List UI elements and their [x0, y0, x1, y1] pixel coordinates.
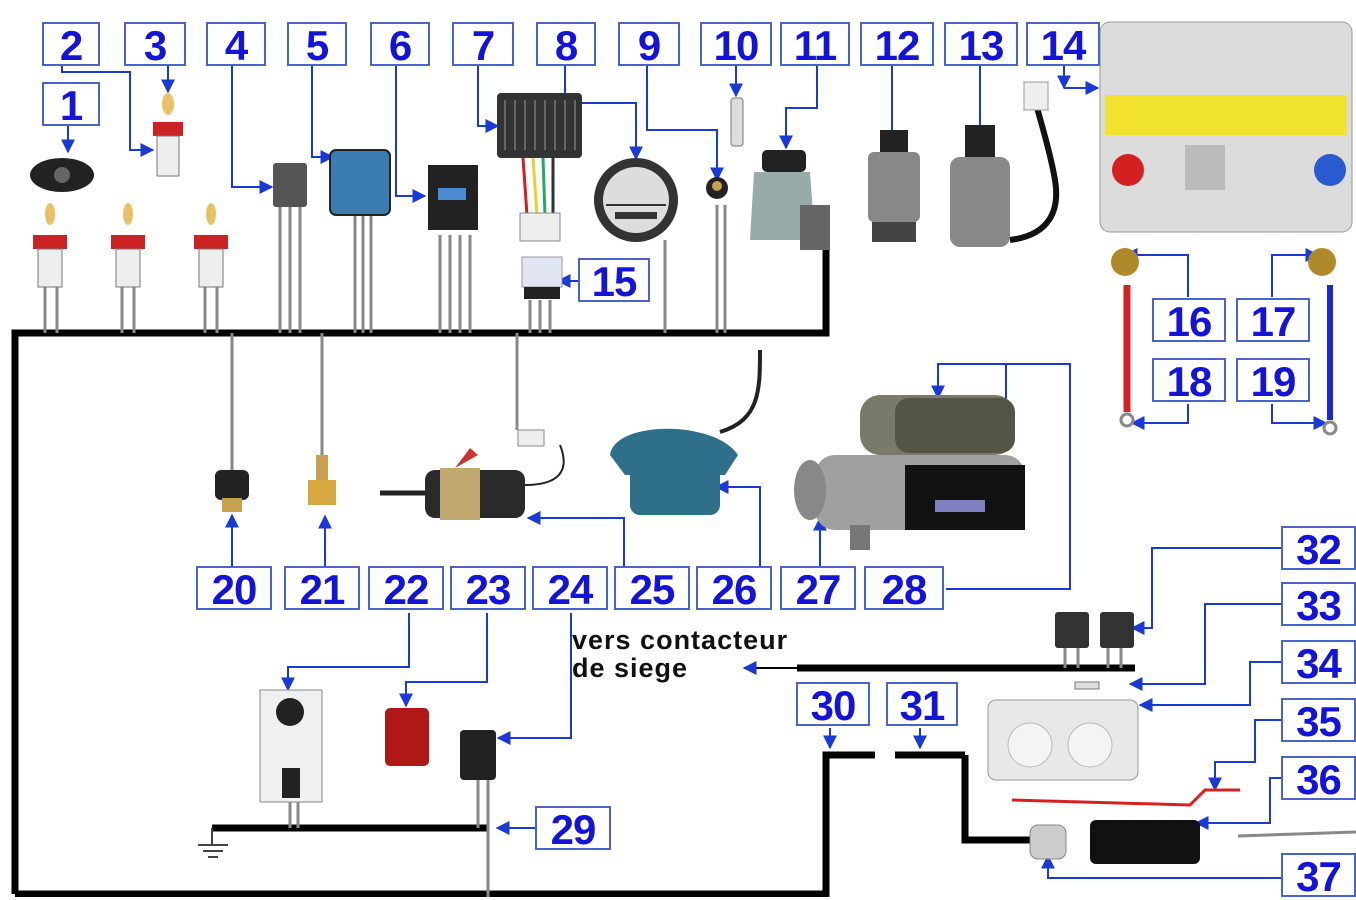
callout-22: 22 [368, 566, 444, 612]
junction-box-34 [987, 699, 1139, 781]
callout-9: 9 [618, 22, 680, 68]
callout-16: 16 [1152, 298, 1226, 344]
callout-29: 29 [535, 806, 611, 852]
connector-24 [460, 730, 496, 780]
red-wire-35 [1011, 788, 1240, 807]
coil-23 [385, 708, 429, 766]
callout-35: 35 [1281, 698, 1356, 744]
callout-5: 5 [287, 22, 347, 68]
component-leads [43, 205, 1356, 897]
battery-14 [1099, 21, 1353, 233]
callout-24: 24 [532, 566, 608, 612]
callout-10: 10 [700, 22, 772, 68]
relay-board-22 [259, 689, 323, 803]
battery-cables [1111, 248, 1338, 436]
callout-30: 30 [796, 682, 870, 728]
note-line-1: vers contacteur [572, 625, 789, 655]
seat-switch-36-37 [1029, 820, 1200, 864]
callout-34: 34 [1281, 640, 1356, 686]
relay-4 [273, 163, 307, 207]
callout-26: 26 [696, 566, 772, 612]
callout-11: 11 [780, 22, 850, 68]
callout-12: 12 [860, 22, 934, 68]
bulb-sockets-row [33, 203, 228, 288]
callout-27: 27 [780, 566, 856, 612]
callout-19: 19 [1236, 358, 1310, 404]
callout-31: 31 [886, 682, 958, 728]
regulator-7 [497, 93, 582, 242]
lamp-holder-1 [30, 158, 94, 192]
callout-2: 2 [42, 22, 100, 68]
callout-4: 4 [206, 22, 266, 68]
callout-17: 17 [1236, 298, 1310, 344]
connector-15 [521, 256, 563, 299]
stop-solenoid-25 [380, 429, 565, 520]
callout-21: 21 [284, 566, 360, 612]
callout-7: 7 [452, 22, 514, 68]
callout-33: 33 [1281, 582, 1356, 628]
key-switch-13 [950, 81, 1060, 247]
callout-23: 23 [450, 566, 526, 612]
oil-pressure-switch-20 [215, 470, 249, 512]
callout-1: 1 [42, 82, 100, 128]
callout-20: 20 [196, 566, 272, 612]
callout-25: 25 [614, 566, 690, 612]
pointer-lines [61, 66, 1328, 879]
bulb-3 [162, 93, 174, 115]
callout-28: 28 [864, 566, 944, 612]
pilot-lamp-9 [706, 177, 728, 199]
starter-motor-27-28 [794, 395, 1025, 550]
callout-37: 37 [1281, 853, 1356, 899]
relays-32-33 [1055, 612, 1134, 690]
flasher-5 [329, 149, 391, 216]
callout-13: 13 [944, 22, 1018, 68]
bulb-2 [153, 122, 183, 177]
main-harness [11, 250, 1135, 897]
fuse-10 [730, 97, 744, 147]
key-switch-12 [868, 130, 920, 242]
callout-36: 36 [1281, 756, 1356, 802]
cap-26 [610, 349, 762, 515]
temp-sensor-21 [308, 455, 336, 505]
callout-15: 15 [578, 258, 650, 304]
ground-symbol [198, 828, 228, 858]
callout-14: 14 [1026, 22, 1100, 68]
callout-18: 18 [1152, 358, 1226, 404]
module-6 [428, 165, 478, 230]
ignition-switch-11 [750, 150, 830, 250]
callout-32: 32 [1281, 526, 1356, 572]
hour-meter-8 [594, 158, 678, 242]
note-line-2: de siege [572, 653, 689, 683]
seat-switch-note: vers contacteur de siege [572, 626, 788, 682]
callout-3: 3 [124, 22, 186, 68]
callout-6: 6 [370, 22, 430, 68]
callout-8: 8 [536, 22, 596, 68]
